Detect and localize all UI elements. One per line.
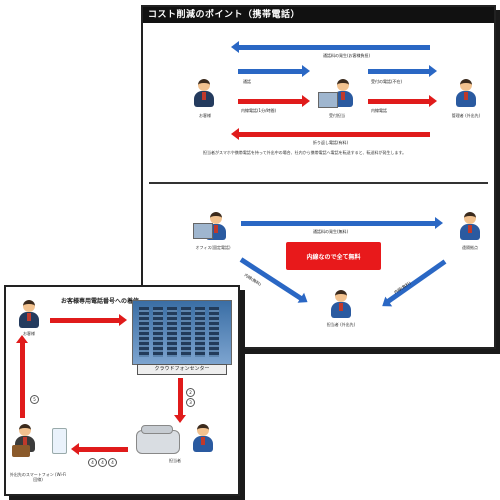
front-arrow-down bbox=[174, 378, 186, 423]
arrow-top-blue bbox=[231, 41, 430, 53]
front-arrow-to-dc bbox=[50, 314, 127, 326]
pc-icon bbox=[318, 92, 338, 108]
bottom-office-label: オフィス(固定電話) bbox=[195, 245, 231, 250]
bottom-top-arrow-label: 通話料の発生(無料) bbox=[313, 229, 349, 234]
bottom-branch-label: 遠隔拠点 bbox=[462, 245, 478, 250]
arrow-red-1 bbox=[238, 95, 310, 107]
arrow-return-red bbox=[231, 128, 430, 140]
step-circle-2: 2 bbox=[186, 388, 195, 397]
attendant-person-icon bbox=[332, 79, 354, 109]
front-caption: お客様専用電話番号への着信 bbox=[60, 298, 139, 305]
top-attendant-label: 受付担当 bbox=[329, 113, 345, 118]
arrow-forward-blue bbox=[368, 65, 437, 77]
front-agent-icon bbox=[192, 424, 214, 454]
front-arrow-up bbox=[16, 335, 28, 418]
top-note-text: 担当者がスマホや携帯電話を持って外出中の場合、社内から携帯電話へ電話を転送すると… bbox=[203, 150, 407, 155]
bottom-top-arrow bbox=[241, 217, 443, 229]
arrow-red-1-label: 内線電話(1分/時間) bbox=[241, 108, 277, 113]
step-circle-4b: 4 bbox=[98, 458, 107, 467]
datacenter-label: クラウドフォンセンター bbox=[137, 364, 227, 375]
section-divider bbox=[149, 182, 488, 184]
arrow-red-2-label: 内線電話 bbox=[371, 108, 387, 113]
front-agent-label: 担当者 bbox=[169, 458, 181, 463]
top-manager-label: 管理者 (外出先) bbox=[451, 113, 481, 118]
manager-person-icon bbox=[455, 79, 477, 109]
bottom-mobile-label: 担当者 (外出先) bbox=[326, 322, 356, 327]
arrow-call-label: 通話 bbox=[243, 79, 251, 84]
step-circle-4a: 4 bbox=[88, 458, 97, 467]
office-pc-icon bbox=[193, 223, 213, 239]
top-customer-label: お客様 bbox=[199, 113, 211, 118]
front-arrow-to-mobile bbox=[71, 443, 128, 455]
back-slide-title: コスト削減のポイント（携帯電話） bbox=[143, 7, 494, 23]
mobile-person-icon bbox=[330, 290, 352, 320]
arrow-red-2 bbox=[368, 95, 437, 107]
front-customer-label: お客様 bbox=[23, 331, 35, 336]
arrow-top-label: 通話料の発生(お客様負担) bbox=[323, 53, 371, 58]
bottom-right-diag-arrow bbox=[386, 259, 447, 304]
datacenter-image bbox=[132, 300, 232, 365]
step-circle-3: 3 bbox=[186, 398, 195, 407]
front-customer-icon bbox=[18, 300, 40, 330]
desk-phone-icon bbox=[136, 425, 180, 454]
front-smartphone-label: 外出先のスマートフォン (Wi-Fi回線) bbox=[9, 472, 67, 482]
arrow-call-blue bbox=[238, 65, 310, 77]
step-circle-4c: 4 bbox=[108, 458, 117, 467]
center-free-box: 内線なので全て無料 bbox=[286, 242, 381, 270]
branch-person-icon bbox=[459, 212, 481, 242]
arrow-return-label: 折り返し電話(有料) bbox=[313, 140, 349, 145]
bag-icon bbox=[12, 445, 30, 457]
smartphone-icon bbox=[52, 428, 67, 454]
step-circle-5: 5 bbox=[30, 395, 39, 404]
arrow-forward-label: 受付の電話(不在) bbox=[371, 79, 403, 84]
customer-person-icon bbox=[193, 79, 215, 109]
